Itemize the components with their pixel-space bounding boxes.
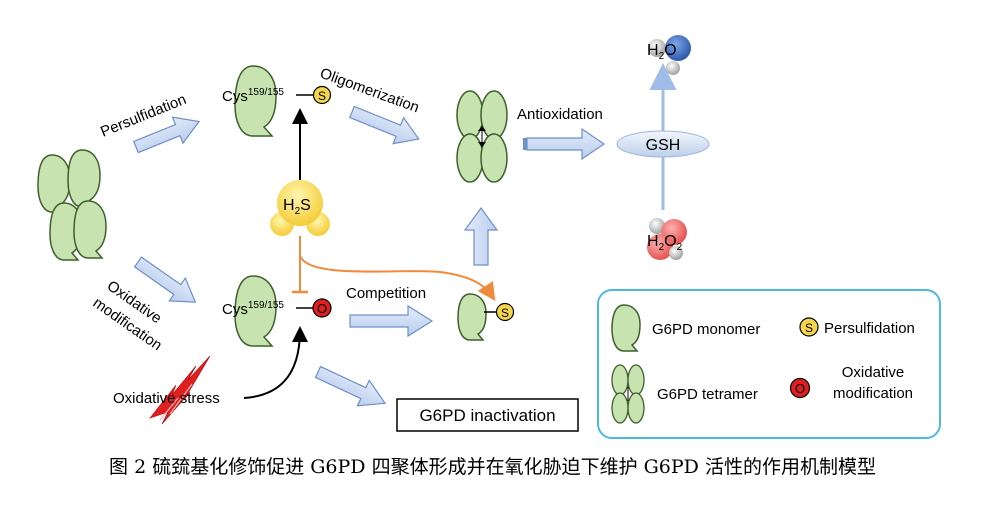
- legend-oxidative-label-2: modification: [833, 385, 913, 402]
- mechanism-diagram: Persulfidation Oxidative modification Cy…: [37, 35, 941, 439]
- sulfur-marker-letter: S: [318, 89, 326, 103]
- competition-arrow: Competition: [346, 285, 434, 338]
- gsh-column: GSH: [616, 63, 710, 210]
- legend-oxidative-label-1: Oxidative: [842, 364, 905, 381]
- gsh-label: GSH: [646, 137, 681, 154]
- h2s-molecule: H2S: [270, 108, 330, 294]
- oxidized-monomer: Cys159/155 O: [222, 275, 332, 347]
- inactivation-label: G6PD inactivation: [419, 406, 555, 425]
- cys-label-bottom: Cys159/155: [222, 300, 284, 318]
- sulfur-marker: [312, 85, 332, 105]
- g6pd-tetramer: [456, 90, 508, 183]
- legend-persulfidation-label: Persulfidation: [824, 320, 915, 337]
- figure-caption: 图 2 硫巯基化修饰促进 G6PD 四聚体形成并在氧化胁迫下维护 G6PD 活性…: [109, 456, 876, 478]
- oligomerization-arrow: Oligomerization: [318, 65, 422, 145]
- legend-monomer-icon: [611, 304, 641, 352]
- persulfidated-monomer: Cys159/155 S: [222, 65, 332, 137]
- inactivation-arrow: [314, 365, 387, 407]
- gsh-ellipse: [616, 130, 710, 158]
- up-arrow-to-tetramer: [463, 206, 499, 266]
- oxygen-marker: [312, 298, 332, 318]
- antioxidation-label: Antioxidation: [517, 106, 603, 123]
- legend-tetramer-label: G6PD tetramer: [657, 386, 758, 403]
- legend-sulfur-icon: [799, 317, 819, 337]
- svg-text:S: S: [805, 321, 813, 335]
- svg-text:O: O: [795, 381, 805, 396]
- legend-monomer-label: G6PD monomer: [652, 321, 760, 338]
- peroxide-label: H2O2: [647, 233, 683, 253]
- svg-text:S: S: [501, 306, 509, 320]
- competing-monomer: S: [457, 293, 515, 341]
- water-molecule: H2O: [647, 35, 691, 75]
- legend: G6PD monomer S Persulfidation G6PD tetra…: [597, 289, 941, 439]
- cys-label-top: Cys159/155: [222, 87, 284, 105]
- peroxide-molecule: H2O2: [647, 218, 687, 260]
- water-label: H2O: [647, 42, 677, 62]
- oxidative-modification-arrow: Oxidative modification: [90, 256, 197, 354]
- h2s-label: H2S: [283, 197, 311, 217]
- antioxidation-arrow: Antioxidation: [517, 106, 606, 161]
- oxidative-stress-label: Oxidative stress: [113, 390, 220, 407]
- monomer-cluster: [37, 149, 107, 261]
- persulfidation-arrow: Persulfidation: [98, 91, 201, 154]
- legend-tetramer-icon: [611, 364, 645, 424]
- inactivation-box: G6PD inactivation: [396, 398, 579, 432]
- legend-oxygen-icon: [789, 377, 811, 399]
- competition-label: Competition: [346, 285, 426, 302]
- oxygen-marker-letter: O: [317, 301, 327, 316]
- oligomerization-label: Oligomerization: [318, 65, 422, 117]
- competition-curve: [299, 255, 496, 301]
- oxidative-stress: Oxidative stress: [113, 326, 308, 425]
